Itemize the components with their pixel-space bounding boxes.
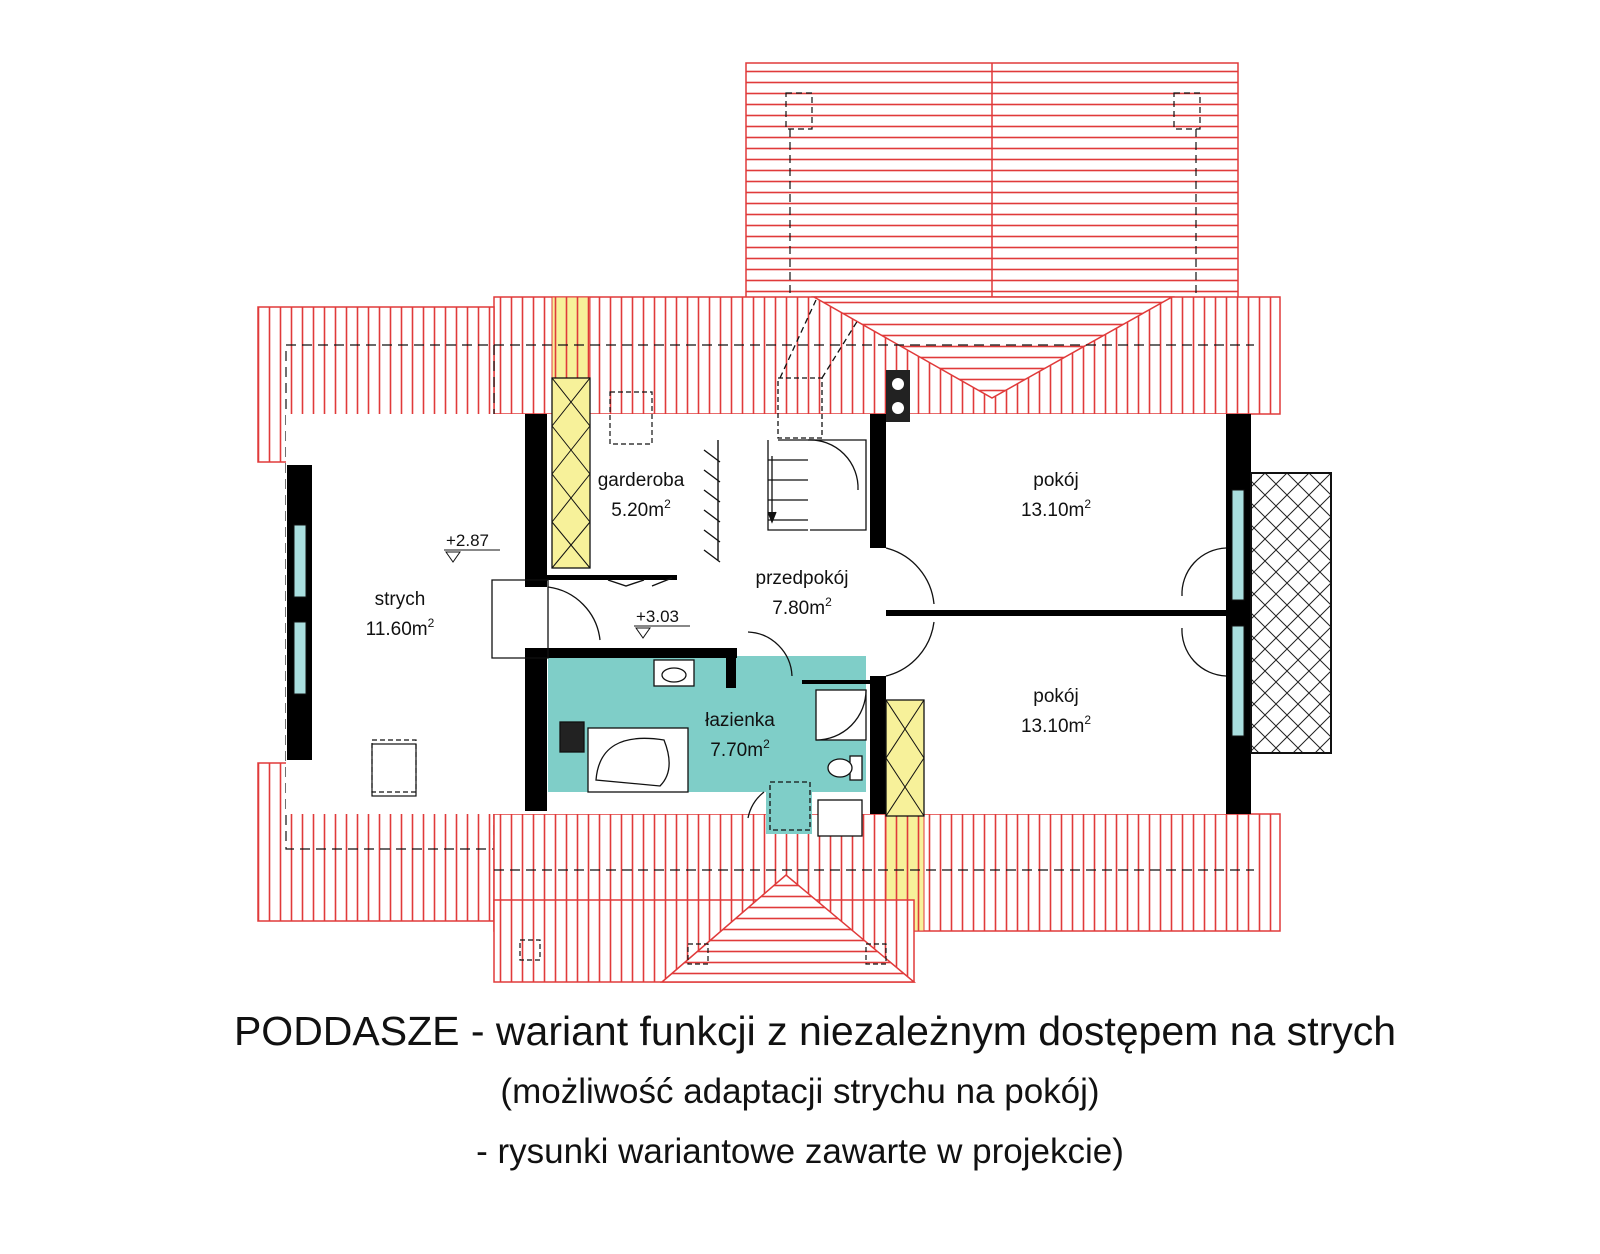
caption-title: PODDASZE - wariant funkcji z niezależnym… (233, 1008, 1397, 1054)
caption-line-3: - rysunki wariantowe zawarte w projekcie… (476, 1132, 1124, 1171)
room-name-lazienka: łazienka (705, 710, 775, 731)
room-area-pokoj-bottom: 13.10m2 (1021, 713, 1091, 737)
level-marker-strych: +2.87 (444, 531, 500, 563)
room-area-przedpokoj: 7.80m2 (772, 595, 832, 619)
room-area-garderoba: 5.20m2 (611, 497, 671, 521)
caption-line-2: (możliwość adaptacji strychu na pokój) (500, 1072, 1100, 1111)
windows (293, 489, 1245, 737)
doors (491, 547, 1227, 819)
bathroom-fixtures (559, 659, 867, 837)
staircase (767, 299, 867, 531)
level-marker-hall: +3.03 (634, 607, 690, 639)
chimneys (551, 370, 925, 817)
floor-plan: strych 11.60m2 garderoba 5.20m2 przedpok… (257, 62, 1332, 983)
room-name-pokoj-top: pokój (1033, 470, 1078, 491)
skylights (371, 391, 653, 797)
room-name-przedpokoj: przedpokój (756, 568, 849, 589)
roof-upper (745, 62, 1239, 312)
walls (287, 414, 1251, 814)
room-name-garderoba: garderoba (598, 470, 685, 491)
roof-main-bottom (493, 813, 1281, 983)
eaves-lines (494, 344, 1254, 871)
svg-text:+3.03: +3.03 (636, 607, 679, 626)
room-area-strych: 11.60m2 (366, 616, 435, 640)
caption-block: PODDASZE - wariant funkcji z niezależnym… (0, 1000, 1600, 1182)
room-area-lazienka: 7.70m2 (710, 737, 770, 761)
wardrobe-rail (607, 440, 721, 587)
room-area-pokoj-top: 13.10m2 (1021, 497, 1091, 521)
room-name-pokoj-bottom: pokój (1033, 686, 1078, 707)
svg-text:+2.87: +2.87 (446, 531, 489, 550)
room-name-strych: strych (375, 589, 426, 610)
balcony (1250, 472, 1332, 754)
